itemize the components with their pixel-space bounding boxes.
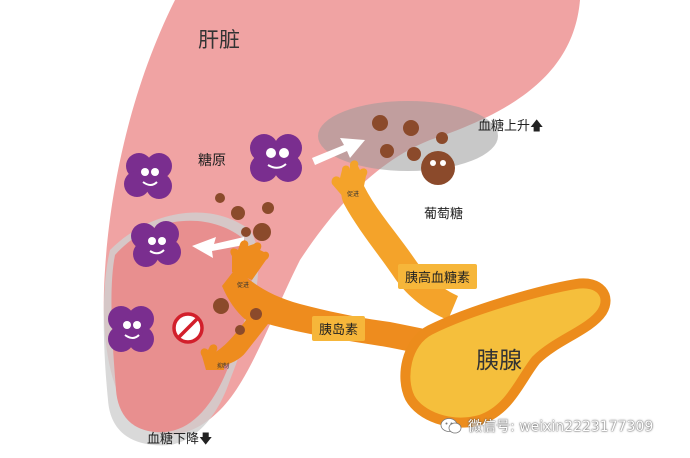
arrow-glycogen-to-glucose	[312, 138, 365, 165]
inhibit-icon	[172, 312, 204, 344]
glycogen-cluster	[124, 153, 172, 199]
glucose-molecule	[213, 298, 229, 314]
blood-sugar-up-region	[318, 101, 498, 171]
glucose-molecule	[250, 308, 262, 320]
blood-sugar-up-text: 血糖上升	[478, 119, 531, 134]
liver-label: 肝脏	[198, 28, 240, 52]
glucose-molecules	[213, 115, 455, 335]
watermark: 微信号: weixin2223177309	[440, 416, 653, 436]
promote-label-insulin: 促进	[237, 282, 250, 289]
glucose-molecule	[241, 227, 251, 237]
insulin-hand-lower	[200, 344, 228, 370]
glucose-molecule	[231, 206, 245, 220]
glycogen-label: 糖原	[198, 153, 226, 169]
insulin-label: 胰岛素	[312, 316, 366, 341]
watermark-text: 微信号: weixin2223177309	[468, 419, 654, 435]
pancreas-shape	[400, 278, 611, 428]
glucose-molecule	[262, 202, 274, 214]
pancreas-label: 胰腺	[476, 348, 522, 374]
glucose-molecule	[372, 115, 388, 131]
glucose-molecule	[215, 193, 225, 203]
arrow-glucose-to-glycogen	[192, 237, 244, 258]
blood-sugar-up-label: 血糖上升🡅	[478, 115, 543, 139]
glucose-molecule	[403, 120, 419, 136]
glucose-molecule	[253, 223, 271, 241]
glucose-molecule	[421, 151, 455, 185]
blood-sugar-down-label: 血糖下降🡇	[147, 428, 212, 452]
inhibit-label: 抑制	[217, 363, 230, 370]
arrow-up-icon: 🡅	[530, 119, 544, 134]
glucose-faces	[430, 160, 446, 166]
wechat-icon	[440, 418, 462, 434]
insulin-hand-upper	[230, 240, 270, 280]
glucose-label: 葡萄糖	[424, 207, 464, 222]
glycogen-cluster	[108, 306, 154, 352]
blood-sugar-down-text: 血糖下降	[147, 432, 200, 447]
glucagon-hand	[331, 160, 368, 198]
glucagon-label: 胰高血糖素	[398, 264, 478, 289]
glucose-molecule	[235, 325, 245, 335]
glycogen-cluster	[250, 134, 302, 182]
glucose-molecule	[380, 144, 394, 158]
glycogen-cluster	[131, 221, 181, 267]
glucose-molecule	[407, 147, 421, 161]
promote-label-glucagon: 促进	[347, 191, 360, 198]
glucagon-path	[341, 178, 458, 320]
glucose-molecule	[436, 132, 448, 144]
arrow-down-icon: 🡇	[199, 432, 213, 447]
